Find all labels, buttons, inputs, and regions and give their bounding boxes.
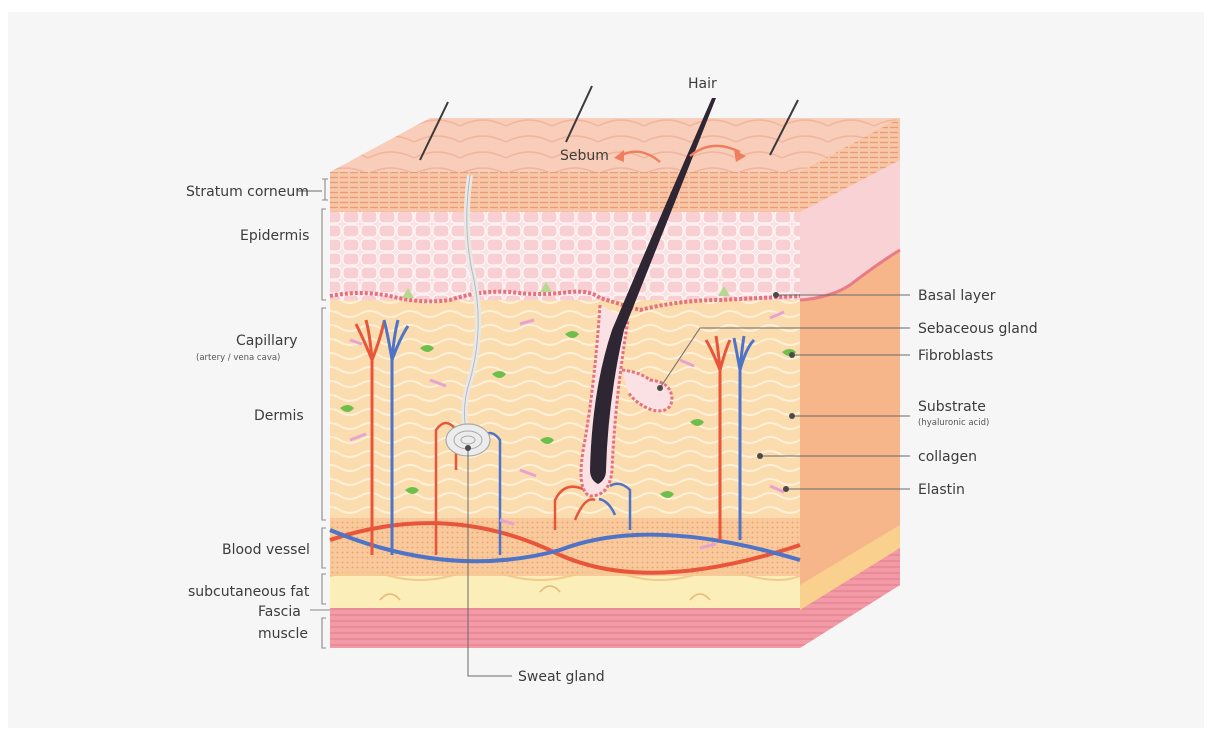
label-elastin: Elastin [918,482,965,498]
bracket-epidermis [322,209,326,300]
label-fibroblasts: Fibroblasts [918,348,993,364]
label-substrate-note: (hyaluronic acid) [918,418,989,428]
label-dermis: Dermis [254,408,304,424]
label-sebum: Sebum [560,148,609,164]
label-collagen: collagen [918,449,977,465]
bracket-fat [322,574,326,604]
dermis-layer [330,300,800,525]
label-basal-layer: Basal layer [918,288,996,304]
label-sebaceous-gland: Sebaceous gland [918,321,1038,337]
label-capillary: Capillary [236,333,298,349]
label-muscle: muscle [258,626,308,642]
label-stratum-corneum: Stratum corneum [186,184,309,200]
label-substrate: Substrate [918,399,986,415]
epidermis-layer [330,212,800,300]
label-subcutaneous-fat: subcutaneous fat [188,584,310,600]
bracket-stratum [322,179,328,200]
bracket-muscle [322,618,326,648]
label-blood-vessel: Blood vessel [222,542,310,558]
subcutaneous-fat-layer [330,576,800,608]
stratum-corneum-layer [330,172,800,212]
label-sweat-gland: Sweat gland [518,669,605,685]
bracket-blood [322,528,326,568]
label-fascia: Fascia [258,604,301,620]
label-epidermis: Epidermis [240,228,309,244]
bracket-dermis [322,308,326,520]
muscle-layer [330,608,800,648]
label-capillary-note: (artery / vena cava) [196,353,280,363]
skin-surface [330,118,900,172]
label-hair: Hair [688,76,717,92]
